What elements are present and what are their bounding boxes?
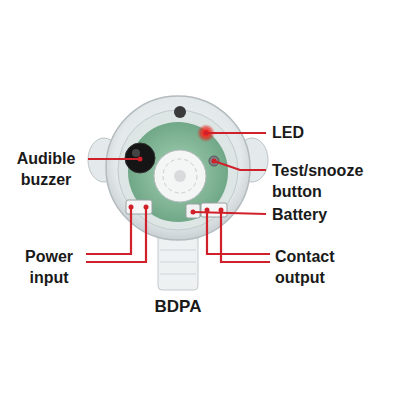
callout-label: Contact output [275, 246, 375, 288]
product-caption: BDPA [118, 296, 238, 317]
gland-ridge [160, 274, 196, 275]
leader-dot [144, 205, 149, 210]
inner-ring [118, 110, 238, 230]
callout-label: Battery [272, 204, 382, 225]
leader-dot [219, 208, 224, 213]
leader-dots [129, 131, 224, 215]
battery [186, 204, 200, 218]
leader-dot [205, 208, 210, 213]
leader-dot [204, 131, 209, 136]
diaphragm-hub [174, 170, 186, 182]
leader-line [193, 212, 266, 214]
callout-label: Audible buzzer [8, 148, 84, 190]
leader-dot [191, 210, 196, 215]
led [203, 130, 210, 137]
callout-label: Power input [14, 246, 84, 288]
leader-line [221, 210, 270, 262]
leader-dot [129, 205, 134, 210]
callout-label: LED [272, 122, 382, 143]
contact-terminal [201, 203, 227, 217]
leader-line [88, 158, 140, 160]
leader-dot [138, 157, 143, 162]
callout-label: Test/snooze button [272, 160, 392, 202]
test-button [209, 156, 219, 166]
buzzer-highlight [132, 149, 140, 157]
leader-line [86, 207, 146, 262]
leader-lines [86, 133, 270, 262]
leader-dot [212, 159, 217, 164]
housing [106, 96, 250, 240]
diaphragm [154, 150, 206, 202]
leader-line [214, 161, 266, 170]
diaphragm-ring [163, 159, 197, 193]
port [174, 106, 186, 118]
gland-ridge [160, 250, 196, 251]
leader-line [86, 207, 131, 254]
gland-ridge [160, 262, 196, 263]
leader-line [206, 132, 266, 134]
leader-line [207, 210, 270, 254]
